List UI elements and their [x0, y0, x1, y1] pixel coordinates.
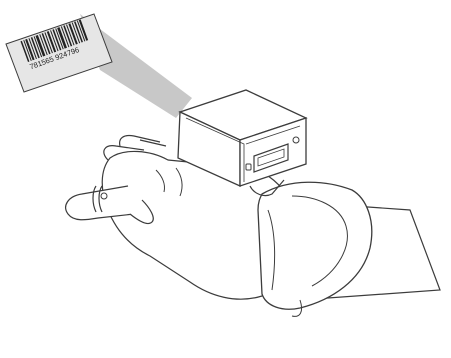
- ring-trigger-icon: [101, 193, 107, 199]
- scanner-indicator-icon: [293, 137, 299, 143]
- scanner-left-button: [246, 164, 251, 170]
- barcode-label: 781565 924796: [6, 14, 112, 92]
